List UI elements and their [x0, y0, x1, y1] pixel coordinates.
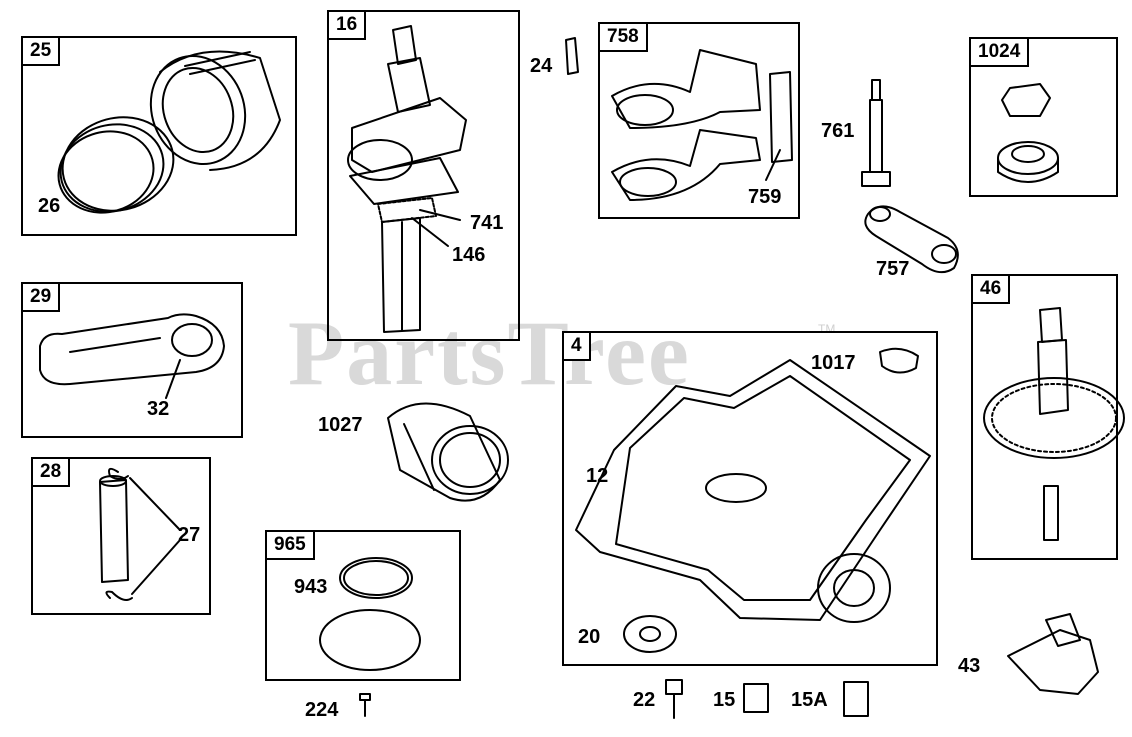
- gasket-drawing: [319, 557, 421, 671]
- oil-pump-drawing: [997, 83, 1059, 183]
- part-label-32: 32: [147, 398, 170, 420]
- group-label-28: 28: [33, 459, 71, 487]
- part-label-15: 15: [713, 689, 736, 711]
- group-label-25: 25: [23, 38, 61, 66]
- piston-rings-drawing: [57, 116, 175, 214]
- part-label-146: 146: [452, 244, 486, 266]
- part-label-20: 20: [578, 626, 601, 648]
- oil-filter-drawing: [387, 402, 509, 502]
- camshaft-drawing: [983, 307, 1125, 541]
- group-box-28: 28: [31, 457, 211, 615]
- part-label-757: 757: [876, 258, 910, 280]
- bolt-22-drawing: [665, 679, 683, 719]
- group-box-965: 965: [265, 530, 461, 681]
- bolt-drawing: [861, 79, 891, 187]
- piston-drawing: [149, 50, 281, 171]
- part-label-761: 761: [821, 120, 855, 142]
- governor-drawing: [1007, 613, 1099, 695]
- link-drawing: [864, 205, 959, 274]
- group-label-965: 965: [267, 532, 315, 560]
- group-box-1024: 1024: [969, 37, 1118, 197]
- part-label-943: 943: [294, 576, 328, 598]
- part-label-741: 741: [470, 212, 504, 234]
- group-box-46: 46: [971, 274, 1118, 560]
- plug-15-drawing: [743, 683, 769, 713]
- part-label-27: 27: [178, 524, 201, 546]
- group-box-4: 4: [562, 331, 938, 666]
- screw-drawing: [359, 693, 371, 717]
- part-label-15a: 15A: [791, 689, 828, 711]
- part-label-759: 759: [748, 186, 782, 208]
- group-box-25: 25: [21, 36, 297, 236]
- connecting-rod-drawing: [39, 313, 225, 399]
- part-label-12: 12: [586, 465, 609, 487]
- part-label-1017: 1017: [811, 352, 856, 374]
- key-drawing: [565, 37, 579, 75]
- sump-drawing: [575, 347, 931, 653]
- part-label-22: 22: [633, 689, 656, 711]
- part-label-43: 43: [958, 655, 981, 677]
- group-box-16: 16: [327, 10, 520, 341]
- group-label-16: 16: [329, 12, 367, 40]
- plug-15a-drawing: [843, 681, 869, 717]
- part-label-24: 24: [530, 55, 553, 77]
- group-label-4: 4: [564, 333, 591, 361]
- bracket-drawing: [611, 49, 793, 201]
- piston-pin-drawing: [99, 467, 181, 601]
- group-label-758: 758: [600, 24, 648, 52]
- part-label-26: 26: [38, 195, 61, 217]
- part-label-224: 224: [305, 699, 339, 721]
- crankshaft-drawing: [347, 25, 467, 333]
- group-box-29: 29: [21, 282, 243, 438]
- group-box-758: 758: [598, 22, 800, 219]
- group-label-46: 46: [973, 276, 1011, 304]
- group-label-1024: 1024: [971, 39, 1030, 67]
- part-label-1027: 1027: [318, 414, 363, 436]
- watermark: PartsTree: [288, 302, 691, 404]
- group-label-29: 29: [23, 284, 61, 312]
